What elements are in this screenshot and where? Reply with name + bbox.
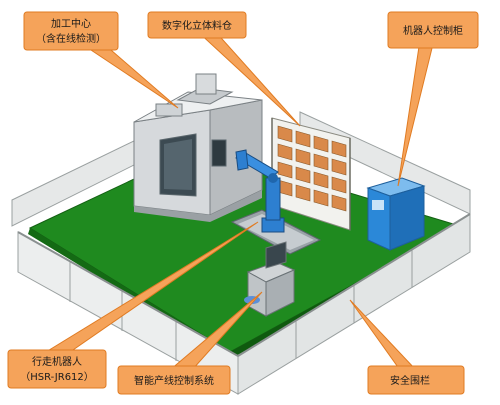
callout-machining-center-line2: （含在线检测）: [36, 32, 106, 45]
callout-robot-control-cabinet-label: 机器人控制柜: [403, 24, 463, 37]
callout-walking-robot-line2: （HSR-JR612）: [20, 371, 94, 383]
callout-walking-robot: 行走机器人 （HSR-JR612）: [7, 221, 259, 389]
callout-machining-center: 加工中心 （含在线检测）: [23, 11, 179, 109]
callout-robot-control-cabinet: 机器人控制柜: [387, 11, 479, 187]
robot-control-cabinet: [366, 177, 426, 251]
callout-line-control-system: 智能产线控制系统: [117, 291, 263, 395]
callout-digital-warehouse: 数字化立体料仓: [147, 11, 301, 127]
machining-center: [133, 73, 263, 222]
line-control-console: [244, 241, 296, 317]
callout-safety-fence: 安全围栏: [349, 299, 465, 395]
callout-safety-fence-label: 安全围栏: [390, 374, 430, 387]
callout-machining-center-line1: 加工中心: [51, 17, 91, 30]
callout-digital-warehouse-label: 数字化立体料仓: [162, 19, 232, 32]
callout-line-control-system-label: 智能产线控制系统: [134, 374, 214, 387]
callout-walking-robot-line1: 行走机器人: [32, 355, 82, 368]
